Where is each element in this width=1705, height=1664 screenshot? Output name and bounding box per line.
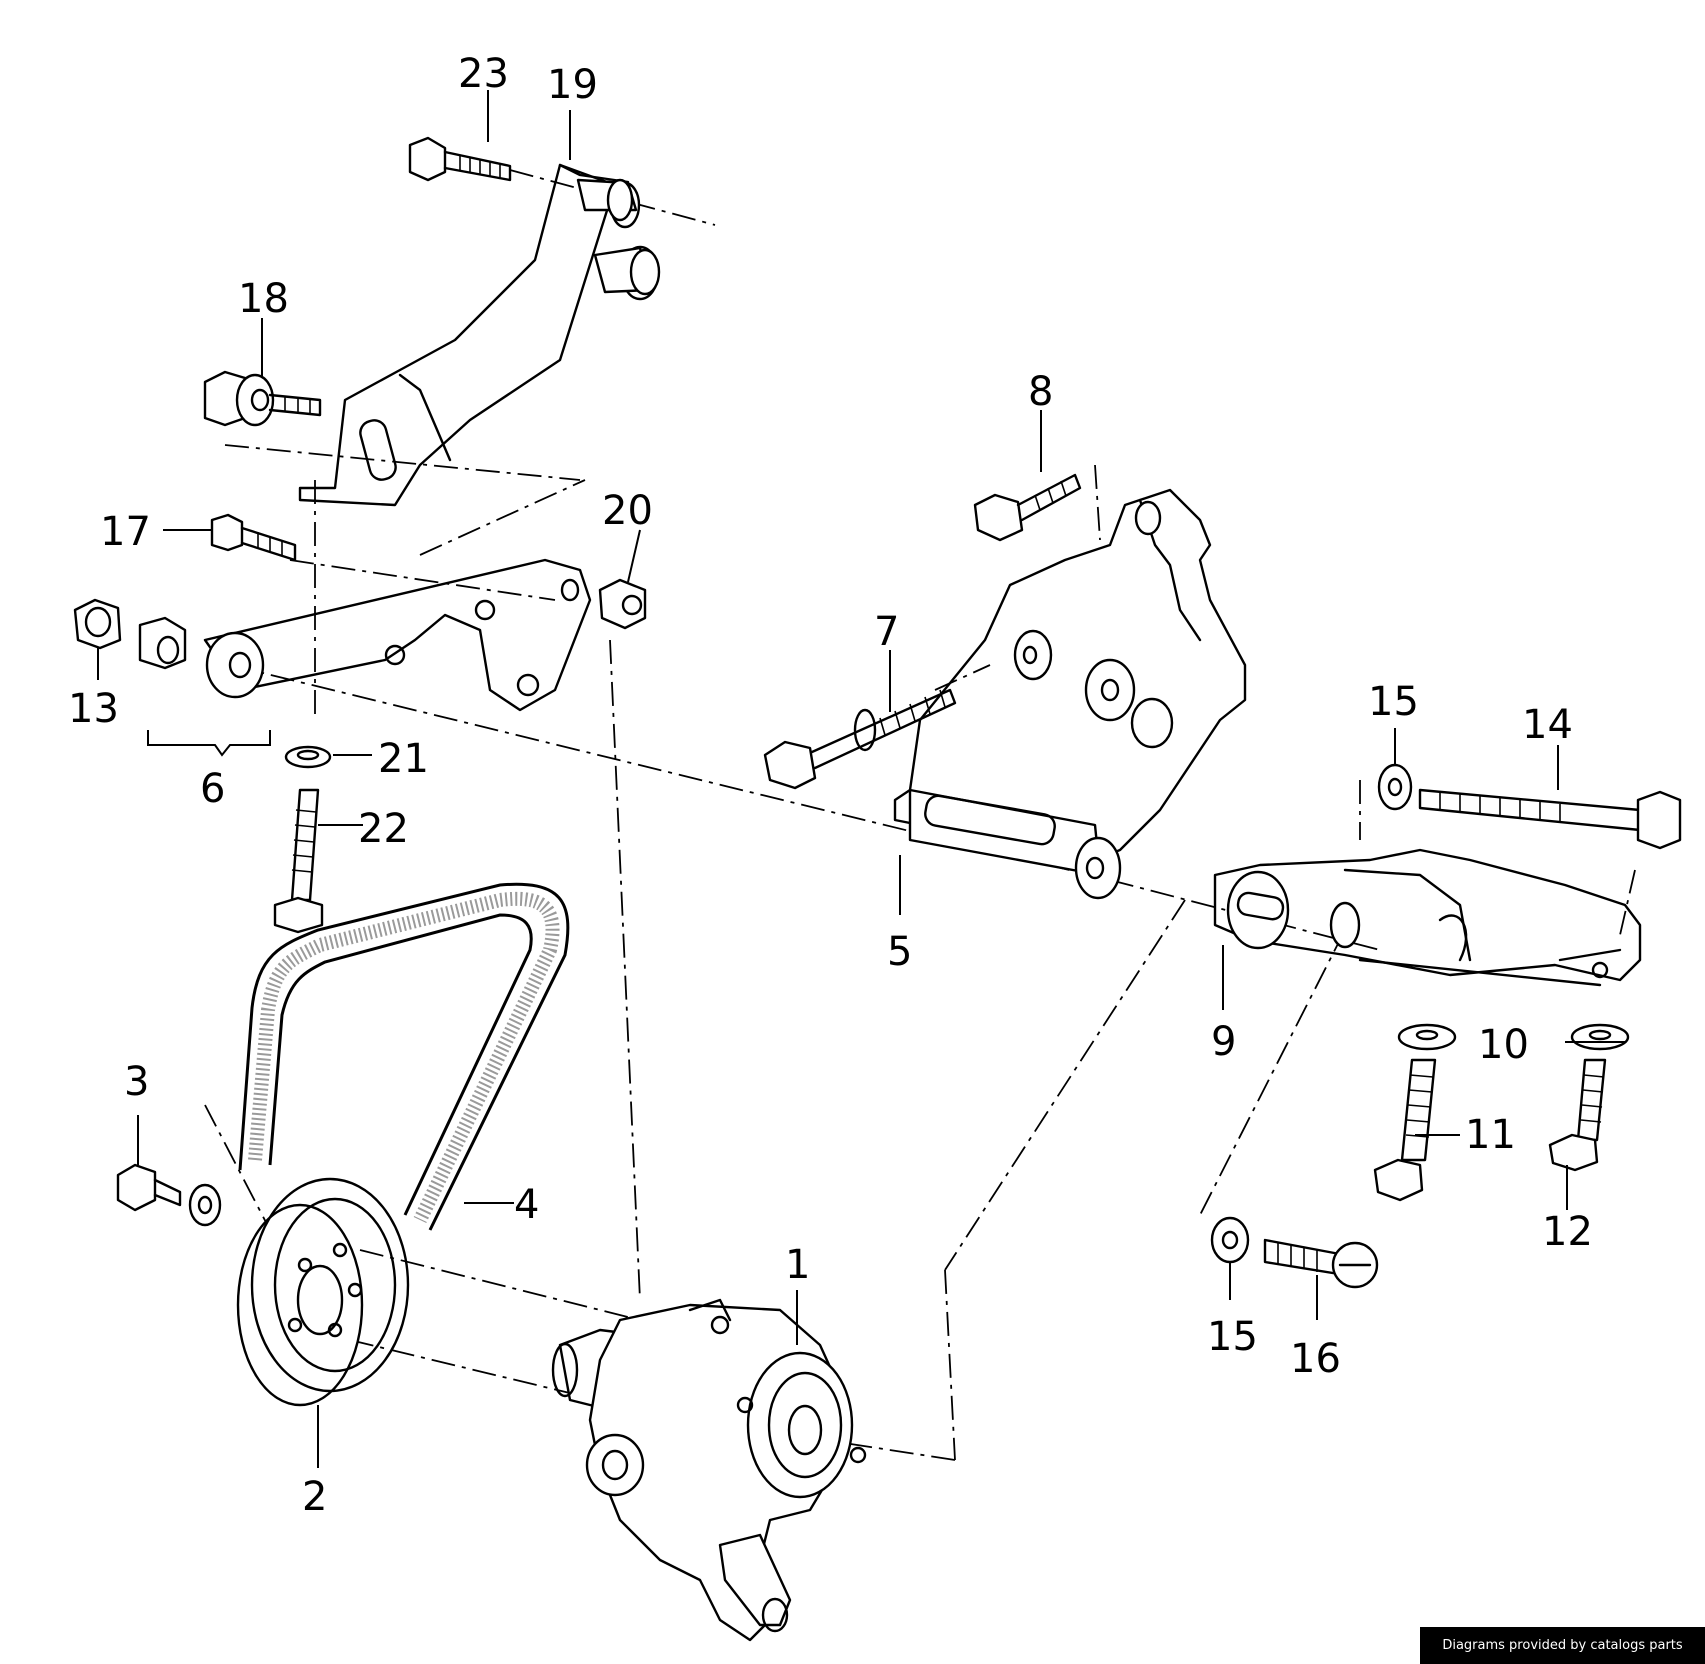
callout-21: 21 [378, 736, 429, 782]
callout-16: 16 [1290, 1336, 1341, 1382]
callout-15-top: 15 [1368, 679, 1419, 725]
upper-mounting-bracket [298, 163, 661, 507]
callout-11: 11 [1465, 1112, 1516, 1158]
callout-19: 19 [547, 62, 598, 108]
bolt-22 [273, 788, 324, 934]
callout-5: 5 [887, 929, 912, 975]
nut-18 [203, 370, 322, 427]
pulley-2 [236, 1177, 410, 1407]
callout-23: 23 [458, 51, 509, 97]
callout-4: 4 [514, 1182, 539, 1228]
callout-20: 20 [602, 488, 653, 534]
washer-10-right [1570, 1023, 1630, 1051]
credit-watermark: Diagrams provided by catalogs parts [1420, 1627, 1705, 1664]
washer-10-left [1397, 1023, 1457, 1051]
bolt-7 [763, 688, 957, 790]
bolt-23 [408, 136, 512, 182]
callout-6: 6 [200, 766, 225, 812]
callout-22: 22 [358, 806, 409, 852]
callout-12: 12 [1542, 1209, 1593, 1255]
bracket-arm-6 [203, 558, 592, 712]
callout-15-bottom: 15 [1207, 1314, 1258, 1360]
tensioner-bracket-9 [1213, 848, 1642, 987]
nut-20 [598, 578, 647, 630]
bolt-12 [1548, 1058, 1607, 1172]
bolt-16 [1263, 1238, 1379, 1289]
callout-2: 2 [302, 1474, 327, 1520]
callout-10: 10 [1478, 1022, 1529, 1068]
washer-21 [284, 745, 332, 769]
washer-15-top [1377, 763, 1413, 811]
leader-lines [97, 90, 1625, 1468]
callouts: 23 19 18 17 20 13 6 21 22 8 7 5 9 10 11 … [68, 51, 1593, 1520]
callout-8: 8 [1028, 369, 1053, 415]
bolt-8 [973, 473, 1082, 542]
bolt-11 [1373, 1058, 1437, 1202]
callout-17: 17 [100, 509, 151, 555]
callout-18: 18 [238, 276, 289, 322]
pump-bracket-5 [893, 488, 1247, 900]
callout-1: 1 [785, 1242, 810, 1288]
assembly-centerlines [204, 169, 1636, 1461]
callout-3: 3 [124, 1059, 149, 1105]
callout-9: 9 [1211, 1019, 1236, 1065]
callout-14: 14 [1522, 702, 1573, 748]
bolt-14 [1418, 788, 1682, 850]
washer-15-bottom [1210, 1216, 1250, 1264]
bolt-17 [210, 513, 297, 562]
callout-13: 13 [68, 686, 119, 732]
callout-7: 7 [874, 609, 899, 655]
bolt-3 [116, 1163, 222, 1227]
power-steering-pump-1 [551, 1298, 867, 1642]
v-belt-4 [238, 882, 570, 1231]
nut-13 [73, 598, 187, 670]
